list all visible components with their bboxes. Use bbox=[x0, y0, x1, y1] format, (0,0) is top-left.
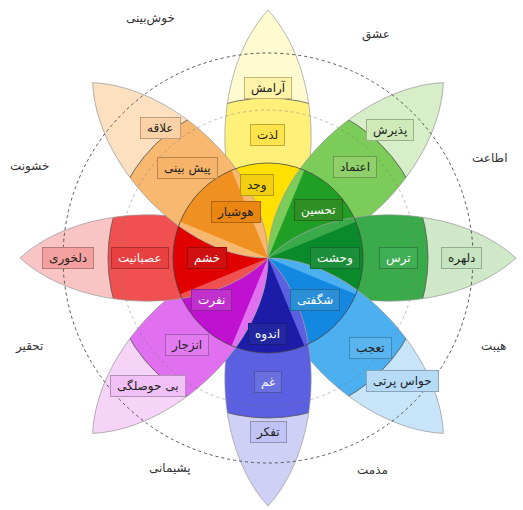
petal bbox=[0, 32, 494, 510]
ring-line bbox=[42, 32, 495, 485]
dyad-label: خوش‌بینی bbox=[123, 9, 178, 27]
emotion-label: دلهره bbox=[448, 250, 475, 266]
emotion-box: لذت bbox=[250, 124, 285, 146]
dyad-label: اطاعت bbox=[469, 149, 510, 167]
emotion-box: بی حوصلگی bbox=[110, 375, 186, 397]
emotion-box: تحسین bbox=[294, 199, 343, 221]
petal-middle bbox=[62, 52, 298, 288]
petal-inner bbox=[175, 165, 294, 284]
inner-ring bbox=[173, 163, 363, 353]
emotion-label: تحسین bbox=[301, 202, 336, 218]
emotion-label: لذت bbox=[257, 127, 278, 143]
dyad-label: پشیمانی bbox=[146, 459, 194, 477]
emotion-box: پیش بینی bbox=[157, 157, 218, 179]
emotion-box: اندوه bbox=[248, 323, 287, 345]
emotion-box: وحشت bbox=[310, 247, 360, 269]
emotion-box: پذیرش bbox=[366, 119, 414, 141]
emotion-box: تعجب bbox=[349, 337, 392, 359]
emotion-label: پذیرش bbox=[373, 122, 407, 138]
emotion-label: تفکر bbox=[257, 424, 280, 440]
emotion-label: اندوه bbox=[255, 326, 280, 342]
emotion-box: اعتماد bbox=[333, 156, 377, 178]
emotion-box: خشم bbox=[187, 247, 227, 269]
petal bbox=[0, 0, 494, 484]
emotion-label: وجد bbox=[247, 177, 267, 193]
dyad-label: خشونت bbox=[7, 157, 52, 175]
emotion-label: وحشت bbox=[317, 250, 353, 266]
emotion-label: تعجب bbox=[356, 340, 385, 356]
emotion-box: شگفتی bbox=[290, 289, 340, 311]
emotion-box: انزجار bbox=[165, 334, 209, 356]
emotion-label: عصبانیت bbox=[118, 250, 162, 266]
emotion-box: غم bbox=[254, 371, 282, 393]
emotion-box: دلهره bbox=[441, 247, 482, 269]
petal-outline bbox=[62, 52, 298, 288]
emotion-label: هوشیار bbox=[218, 204, 254, 220]
dyad-label: تحقیر bbox=[13, 337, 46, 355]
emotion-box: نفرت bbox=[191, 289, 232, 311]
emotion-box: ترس bbox=[379, 247, 418, 269]
emotion-label: انزجار bbox=[172, 337, 202, 353]
emotion-label: پیش بینی bbox=[164, 160, 211, 176]
emotion-box: وجد bbox=[240, 174, 274, 196]
emotion-label: خشم bbox=[194, 250, 220, 266]
emotion-label: آرامش bbox=[251, 80, 285, 96]
emotion-label: دلخوری bbox=[49, 250, 87, 266]
emotion-box: هوشیار bbox=[211, 201, 261, 223]
emotion-label: بی حوصلگی bbox=[117, 378, 179, 394]
emotion-box: آرامش bbox=[244, 77, 292, 99]
emotion-label: حواس پرتی bbox=[373, 373, 432, 389]
emotion-box: دلخوری bbox=[42, 247, 94, 269]
emotion-box: تفکر bbox=[250, 421, 287, 443]
petal-outer bbox=[62, 52, 298, 288]
emotion-label: اعتماد bbox=[340, 159, 370, 175]
emotion-label: ترس bbox=[386, 250, 411, 266]
dashed-ring bbox=[63, 53, 473, 463]
emotion-label: غم bbox=[261, 374, 275, 390]
emotion-box: علاقه bbox=[140, 117, 181, 139]
dyad-label: عشق bbox=[359, 25, 393, 43]
emotion-box: حواس پرتی bbox=[366, 370, 439, 392]
emotion-label: شگفتی bbox=[297, 292, 333, 308]
dyad-label: هیبت bbox=[478, 337, 509, 355]
dyad-label: مذمت bbox=[354, 461, 391, 479]
emotion-label: نفرت bbox=[198, 292, 225, 308]
emotion-label: علاقه bbox=[147, 120, 174, 136]
emotion-box: عصبانیت bbox=[111, 247, 169, 269]
